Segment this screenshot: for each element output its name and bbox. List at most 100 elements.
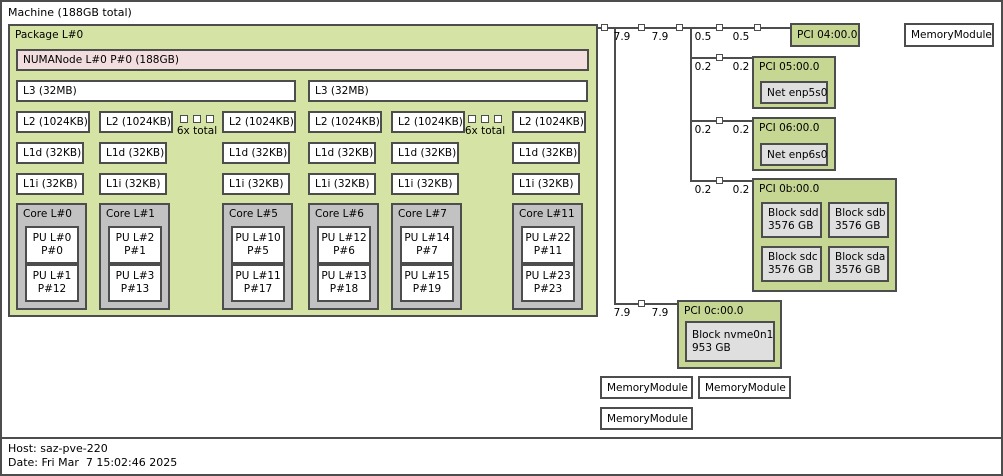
pci-link-line [614, 27, 616, 305]
pu-physical-label: P#7 [416, 245, 438, 258]
l1d-cache-box: L1d (32KB) [391, 142, 459, 164]
block-device-size: 953 GB [692, 342, 731, 355]
block-device-sdb: Block sdb 3576 GB [828, 202, 889, 238]
core-label: Core L#6 [315, 208, 364, 220]
block-device-sdc: Block sdc 3576 GB [761, 246, 822, 282]
pu-physical-label: P#1 [124, 245, 146, 258]
link-speed-label: 7.9 [608, 31, 636, 43]
pu-logical-label: PU L#2 [116, 232, 155, 245]
pci-device-0c: PCI 0c:00.0 Block nvme0n1 953 GB [677, 300, 782, 369]
pu-box: PU L#13P#18 [317, 264, 371, 302]
pci-bridge-node [676, 24, 683, 31]
collapsed-cores-dot [481, 115, 489, 123]
collapsed-cores-dot [206, 115, 214, 123]
pu-physical-label: P#17 [244, 283, 273, 296]
core-box: Core L#11PU L#22P#11PU L#23P#23 [512, 203, 583, 310]
net-device-label: Net enp5s0 [767, 87, 827, 99]
pu-box: PU L#12P#6 [317, 226, 371, 264]
pu-logical-label: PU L#12 [321, 232, 366, 245]
pci-bridge-node [638, 24, 645, 31]
l2-cache-box: L2 (1024KB) [512, 111, 586, 133]
l1i-cache-box: L1i (32KB) [391, 173, 459, 195]
link-speed-label: 0.2 [689, 184, 717, 196]
pci-link-line [598, 27, 790, 29]
l1d-cache-box: L1d (32KB) [308, 142, 376, 164]
pu-logical-label: PU L#22 [525, 232, 570, 245]
pci-device-04: PCI 04:00.0 [790, 23, 860, 47]
pu-box: PU L#3P#13 [108, 264, 162, 302]
link-speed-label: 0.2 [727, 124, 755, 136]
collapsed-cores-dot [180, 115, 188, 123]
core-box: Core L#0PU L#0P#0PU L#1P#12 [16, 203, 87, 310]
pu-logical-label: PU L#11 [235, 270, 280, 283]
block-device-size: 3576 GB [768, 264, 813, 277]
core-box: Core L#5PU L#10P#5PU L#11P#17 [222, 203, 293, 310]
l1d-cache-box: L1d (32KB) [512, 142, 580, 164]
link-speed-label: 0.2 [689, 61, 717, 73]
core-label: Core L#7 [398, 208, 447, 220]
block-device-name: Block sdc [768, 251, 818, 264]
link-speed-label: 0.5 [727, 31, 755, 43]
block-device-name: Block sdb [835, 207, 886, 220]
block-device-nvme0n1: Block nvme0n1 953 GB [685, 321, 775, 362]
l1i-cache-box: L1i (32KB) [99, 173, 167, 195]
core-box: Core L#1PU L#2P#1PU L#3P#13 [99, 203, 170, 310]
package-label: Package L#0 [15, 29, 83, 41]
pu-box: PU L#10P#5 [231, 226, 285, 264]
collapsed-cores-dot [468, 115, 476, 123]
net-device-enp6s0: Net enp6s0 [760, 143, 828, 166]
pu-box: PU L#11P#17 [231, 264, 285, 302]
pu-box: PU L#22P#11 [521, 226, 575, 264]
link-speed-label: 0.2 [689, 124, 717, 136]
pci-device-label: PCI 04:00.0 [797, 29, 857, 41]
l1d-cache-box: L1d (32KB) [99, 142, 167, 164]
l3-cache-label: L3 (32MB) [315, 85, 369, 97]
memory-module: MemoryModule [600, 407, 693, 430]
net-device-label: Net enp6s0 [767, 149, 827, 161]
block-device-name: Block sda [835, 251, 885, 264]
pu-physical-label: P#19 [413, 283, 442, 296]
collapsed-cores-label: 6x total [170, 125, 224, 137]
block-device-size: 3576 GB [835, 220, 880, 233]
pci-link-line [690, 27, 692, 182]
pci-device-label: PCI 05:00.0 [759, 61, 819, 73]
pci-device-05: PCI 05:00.0 Net enp5s0 [752, 56, 836, 109]
core-label: Core L#11 [519, 208, 575, 220]
pu-logical-label: PU L#23 [525, 270, 570, 283]
pu-logical-label: PU L#0 [33, 232, 72, 245]
pu-physical-label: P#11 [534, 245, 563, 258]
collapsed-cores-dot [193, 115, 201, 123]
link-speed-label: 0.5 [689, 31, 717, 43]
pu-physical-label: P#13 [121, 283, 150, 296]
pu-box: PU L#23P#23 [521, 264, 575, 302]
memory-module: MemoryModule [904, 23, 994, 47]
pci-device-0b: PCI 0b:00.0 Block sdd 3576 GB Block sdb … [752, 178, 897, 292]
pu-box: PU L#2P#1 [108, 226, 162, 264]
block-device-size: 3576 GB [768, 220, 813, 233]
pci-bridge-node [716, 54, 723, 61]
core-box: Core L#6PU L#12P#6PU L#13P#18 [308, 203, 379, 310]
core-label: Core L#5 [229, 208, 278, 220]
l1d-cache-box: L1d (32KB) [222, 142, 290, 164]
l2-cache-box: L2 (1024KB) [16, 111, 90, 133]
pci-device-label: PCI 06:00.0 [759, 122, 819, 134]
link-speed-label: 0.2 [727, 184, 755, 196]
l1d-cache-box: L1d (32KB) [16, 142, 84, 164]
numa-node-label: NUMANode L#0 P#0 (188GB) [23, 54, 179, 66]
core-label: Core L#1 [106, 208, 155, 220]
pu-box: PU L#15P#19 [400, 264, 454, 302]
core-box: Core L#7PU L#14P#7PU L#15P#19 [391, 203, 462, 310]
link-speed-label: 0.2 [727, 61, 755, 73]
l2-cache-box: L2 (1024KB) [99, 111, 173, 133]
link-speed-label: 7.9 [646, 307, 674, 319]
l2-cache-box: L2 (1024KB) [391, 111, 465, 133]
l3-cache-label: L3 (32MB) [23, 85, 77, 97]
pci-device-label: PCI 0b:00.0 [759, 183, 819, 195]
pu-physical-label: P#6 [333, 245, 355, 258]
pu-logical-label: PU L#15 [404, 270, 449, 283]
pu-box: PU L#14P#7 [400, 226, 454, 264]
memory-module: MemoryModule [698, 376, 791, 399]
block-device-size: 3576 GB [835, 264, 880, 277]
pci-bridge-node [754, 24, 761, 31]
memory-module-label: MemoryModule [911, 29, 992, 41]
